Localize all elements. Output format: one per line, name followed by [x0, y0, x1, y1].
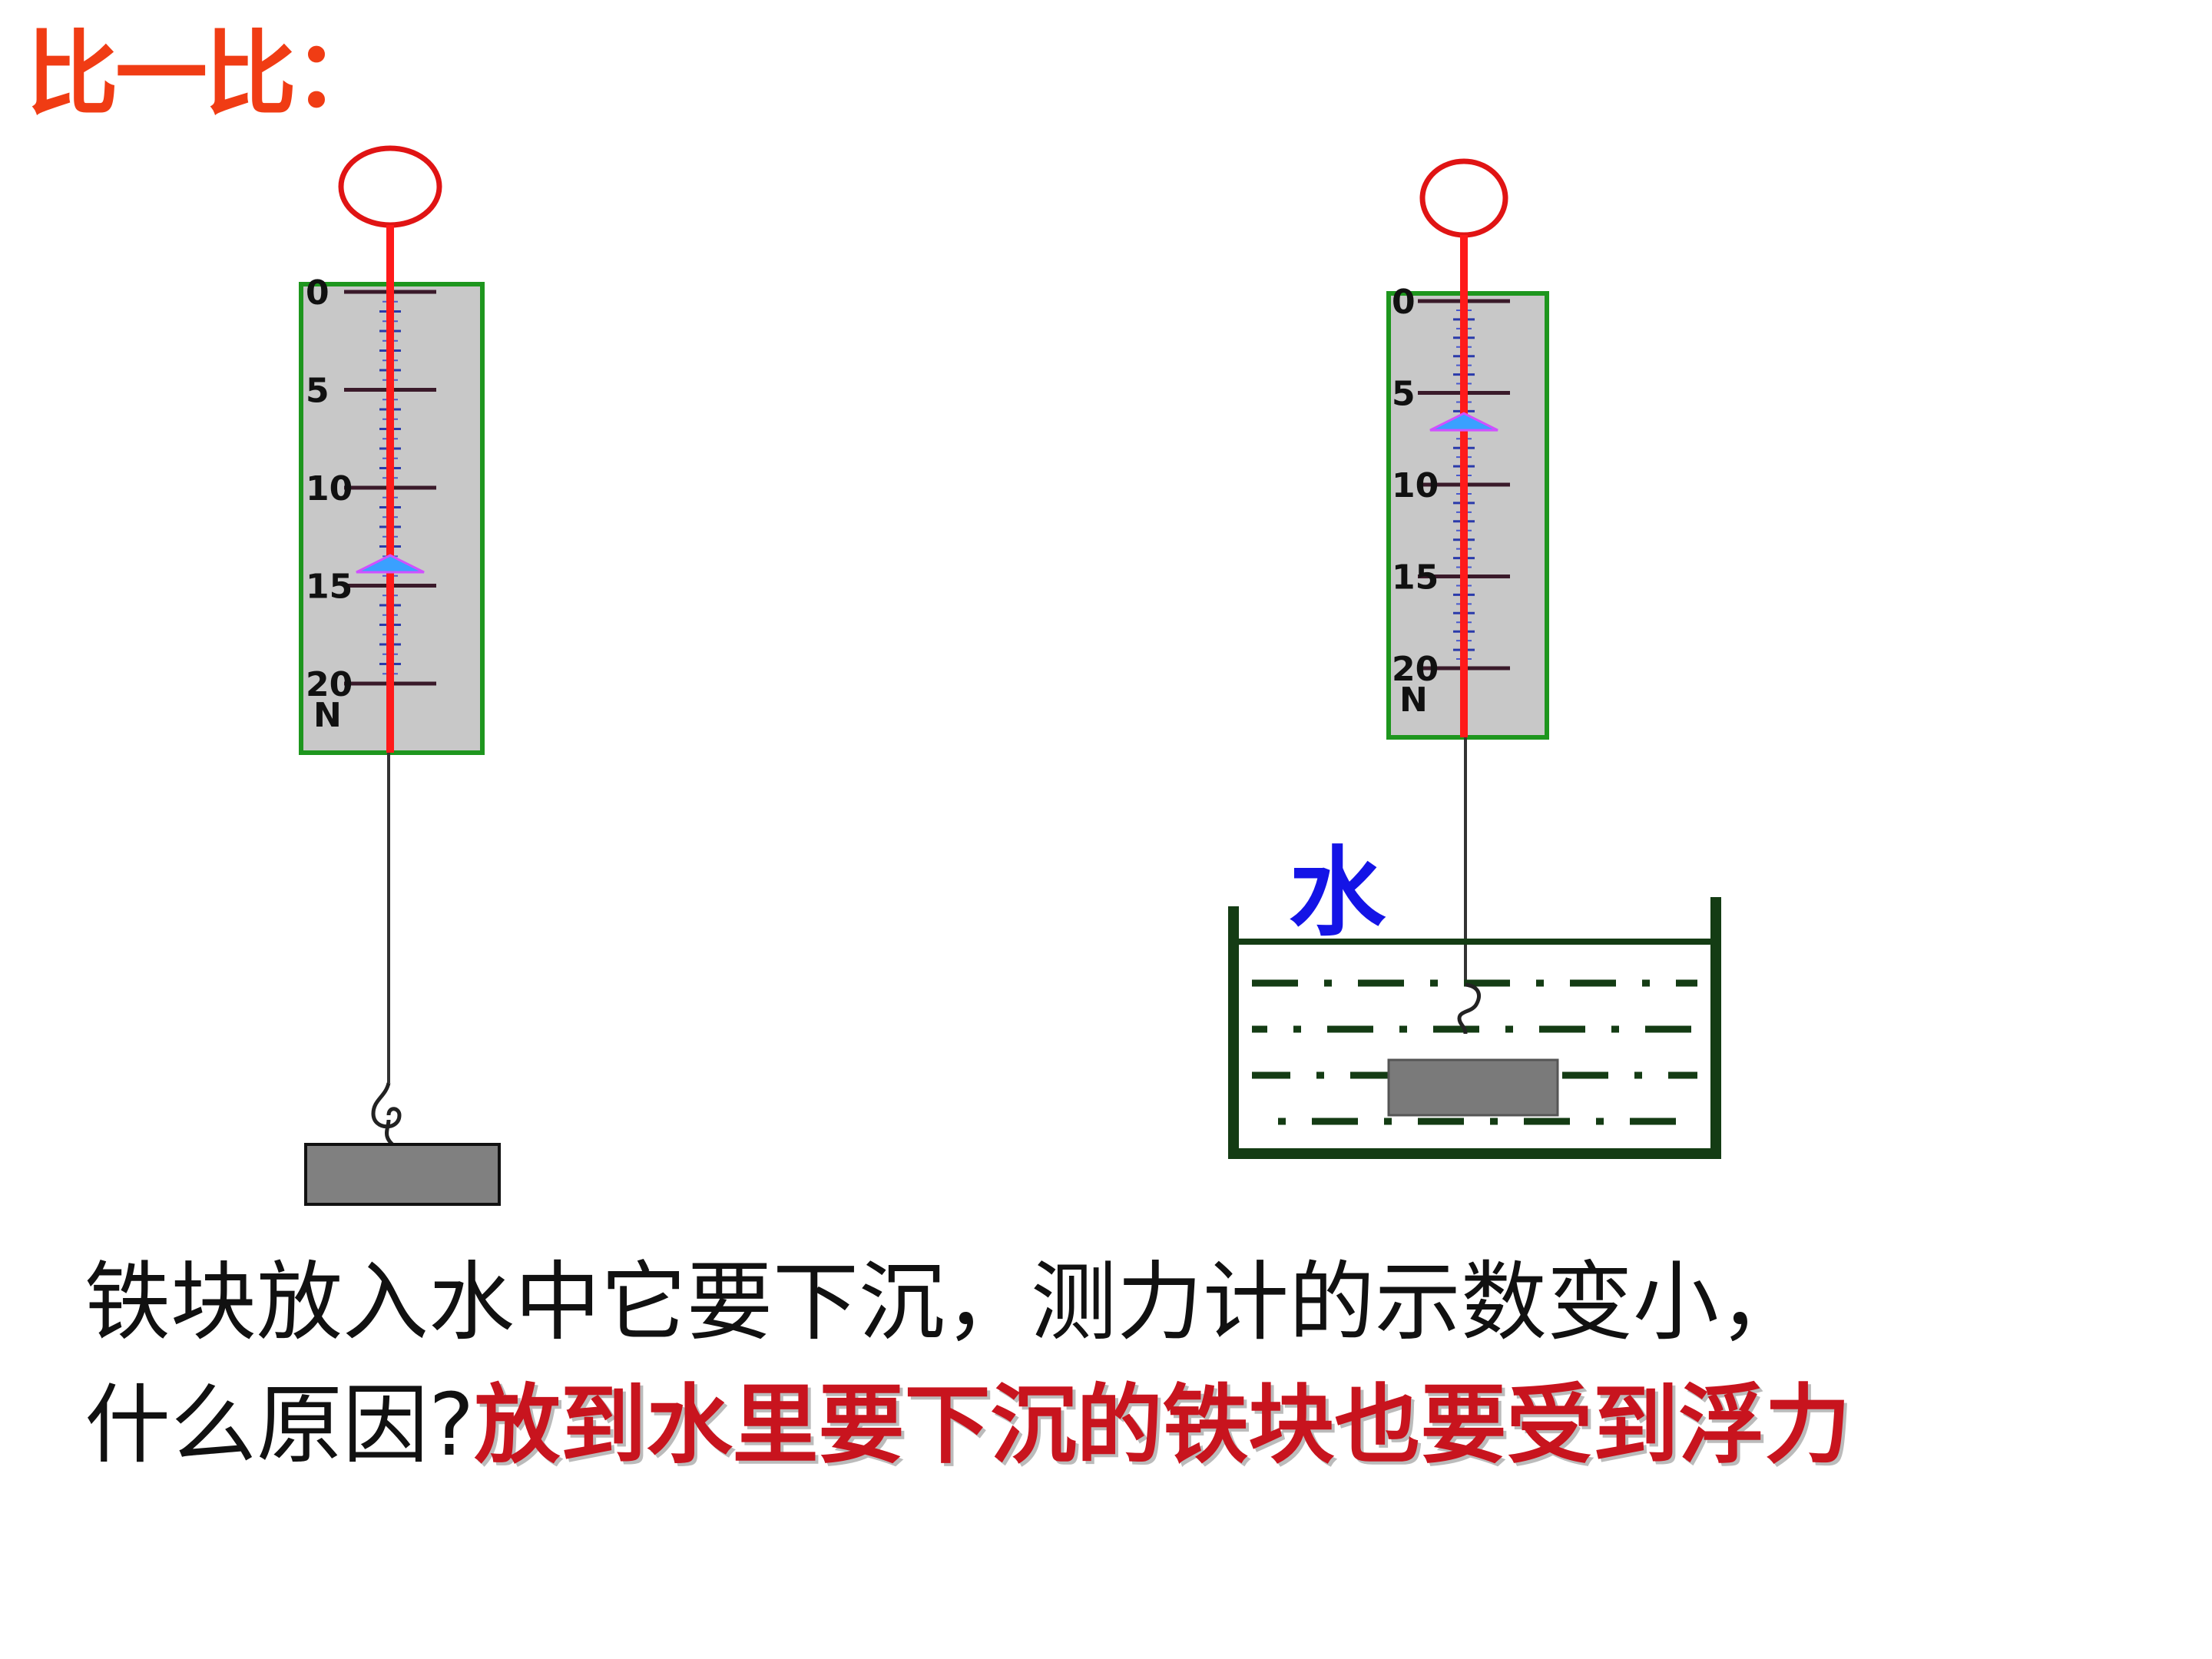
scale-pointer — [1429, 412, 1498, 432]
question-line-2: 什么原因?放到水里要下沉的铁块也要受到浮力 — [84, 1382, 1850, 1469]
spring-scale-in-water: 0 5 10 15 20N 水 — [1228, 158, 1721, 1159]
scale-pointer — [356, 554, 425, 574]
scale-label: 10 — [1392, 466, 1439, 505]
scale-label: 5 — [306, 372, 329, 411]
scale-labels: 0 5 10 15 20N — [1392, 283, 1439, 720]
unit-label: N — [1399, 680, 1428, 720]
page-title: 比一比： — [26, 22, 386, 128]
scale-label: 10 — [306, 469, 353, 508]
scale-label: 20 — [1392, 650, 1439, 689]
question-text: 什么原因? — [84, 1376, 475, 1475]
answer-text: 放到水里要下沉的铁块也要受到浮力 — [474, 1376, 1851, 1475]
spring-scale-in-air: 0 5 10 15 20N — [299, 145, 501, 1206]
scale-label: 5 — [1392, 375, 1416, 414]
scale-ring — [1419, 158, 1508, 238]
question-line-1: 铁块放入水中它要下沉，测力计的示数变小， — [84, 1253, 1805, 1353]
iron-block — [304, 1143, 501, 1206]
scale-ring — [338, 145, 442, 228]
scale-label: 15 — [306, 568, 353, 607]
scale-label: 0 — [1392, 283, 1416, 322]
water-tank — [1228, 897, 1721, 1159]
scale-label: 20 — [306, 665, 353, 704]
scale-label: 15 — [1392, 558, 1439, 598]
hook-icon — [1457, 982, 1481, 1035]
iron-block-submerged — [1387, 1058, 1559, 1117]
water-label: 水 — [1289, 836, 1386, 949]
scale-labels: 0 5 10 15 20N — [306, 273, 353, 735]
scale-label: 0 — [306, 273, 329, 313]
unit-label: N — [313, 696, 342, 735]
